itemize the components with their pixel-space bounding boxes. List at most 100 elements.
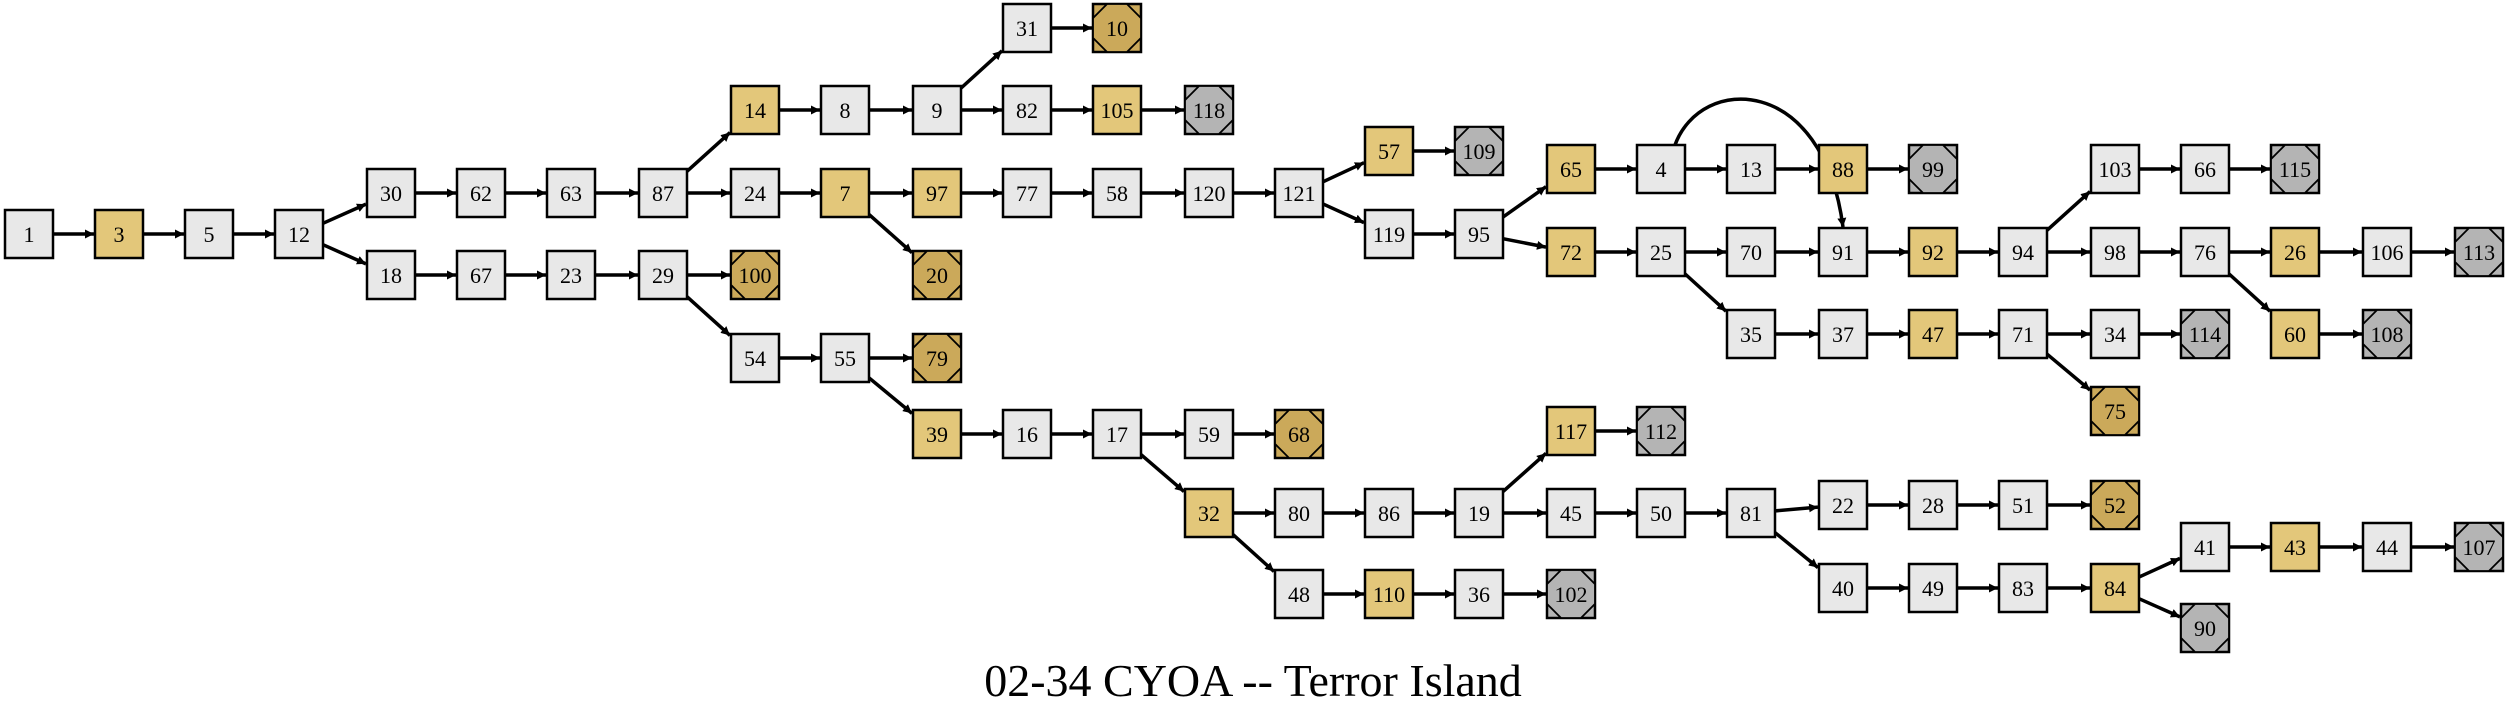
edge-95-65 bbox=[1501, 185, 1548, 219]
node-62: 62 bbox=[455, 167, 507, 219]
node-label: 84 bbox=[2104, 576, 2126, 601]
node-label: 31 bbox=[1016, 16, 1038, 41]
node-label: 105 bbox=[1101, 98, 1134, 123]
node-label: 63 bbox=[560, 181, 582, 206]
node-label: 51 bbox=[2012, 493, 2034, 518]
node-108: 108 bbox=[2361, 308, 2413, 360]
node-75: 75 bbox=[2089, 385, 2141, 437]
node-100: 100 bbox=[729, 249, 781, 301]
node-32: 32 bbox=[1183, 487, 1235, 539]
edge-19-117 bbox=[1501, 451, 1548, 493]
node-20: 20 bbox=[911, 249, 963, 301]
edge-55-39 bbox=[867, 376, 914, 415]
node-91: 91 bbox=[1817, 226, 1869, 278]
node-label: 50 bbox=[1650, 501, 1672, 526]
node-30: 30 bbox=[365, 167, 417, 219]
node-112: 112 bbox=[1635, 405, 1687, 457]
node-label: 67 bbox=[470, 263, 492, 288]
node-label: 66 bbox=[2194, 157, 2216, 182]
node-80: 80 bbox=[1273, 487, 1325, 539]
node-label: 40 bbox=[1832, 576, 1854, 601]
node-81: 81 bbox=[1725, 487, 1777, 539]
node-8: 8 bbox=[819, 84, 871, 136]
node-109: 109 bbox=[1453, 125, 1505, 177]
node-label: 70 bbox=[1740, 240, 1762, 265]
node-24: 24 bbox=[729, 167, 781, 219]
node-label: 92 bbox=[1922, 240, 1944, 265]
edge-94-103 bbox=[2045, 190, 2092, 232]
node-label: 113 bbox=[2463, 240, 2495, 265]
node-label: 98 bbox=[2104, 240, 2126, 265]
edge-81-40 bbox=[1773, 531, 1820, 569]
node-label: 26 bbox=[2284, 240, 2306, 265]
node-16: 16 bbox=[1001, 408, 1053, 460]
node-label: 48 bbox=[1288, 582, 1310, 607]
node-label: 117 bbox=[1555, 419, 1587, 444]
node-34: 34 bbox=[2089, 308, 2141, 360]
node-label: 100 bbox=[739, 263, 772, 288]
node-84: 84 bbox=[2089, 562, 2141, 614]
node-90: 90 bbox=[2179, 602, 2231, 654]
node-58: 58 bbox=[1091, 167, 1143, 219]
node-label: 95 bbox=[1468, 222, 1490, 247]
node-label: 23 bbox=[560, 263, 582, 288]
node-4: 4 bbox=[1635, 143, 1687, 195]
node-120: 120 bbox=[1183, 167, 1235, 219]
edge-17-32 bbox=[1139, 453, 1186, 493]
node-7: 7 bbox=[819, 167, 871, 219]
edge-7-20 bbox=[867, 213, 914, 255]
node-label: 62 bbox=[470, 181, 492, 206]
node-54: 54 bbox=[729, 332, 781, 384]
node-label: 44 bbox=[2376, 535, 2398, 560]
node-51: 51 bbox=[1997, 479, 2049, 531]
node-label: 112 bbox=[1645, 419, 1677, 444]
node-59: 59 bbox=[1183, 408, 1235, 460]
node-label: 5 bbox=[204, 222, 215, 247]
node-label: 94 bbox=[2012, 240, 2034, 265]
node-1: 1 bbox=[3, 208, 55, 260]
node-12: 12 bbox=[273, 208, 325, 260]
node-86: 86 bbox=[1363, 487, 1415, 539]
node-99: 99 bbox=[1907, 143, 1959, 195]
node-3: 3 bbox=[93, 208, 145, 260]
node-label: 34 bbox=[2104, 322, 2126, 347]
node-label: 114 bbox=[2189, 322, 2221, 347]
node-68: 68 bbox=[1273, 408, 1325, 460]
edge-12-30 bbox=[322, 202, 367, 225]
edge-32-48 bbox=[1231, 533, 1276, 573]
node-label: 12 bbox=[288, 222, 310, 247]
node-label: 82 bbox=[1016, 98, 1038, 123]
node-label: 90 bbox=[2194, 616, 2216, 641]
node-label: 19 bbox=[1468, 501, 1490, 526]
node-47: 47 bbox=[1907, 308, 1959, 360]
node-label: 30 bbox=[380, 181, 402, 206]
node-5: 5 bbox=[183, 208, 235, 260]
node-25: 25 bbox=[1635, 226, 1687, 278]
node-label: 88 bbox=[1832, 157, 1854, 182]
node-label: 72 bbox=[1560, 240, 1582, 265]
node-67: 67 bbox=[455, 249, 507, 301]
node-label: 121 bbox=[1283, 181, 1316, 206]
node-label: 8 bbox=[840, 98, 851, 123]
node-26: 26 bbox=[2269, 226, 2321, 278]
node-label: 80 bbox=[1288, 501, 1310, 526]
node-label: 4 bbox=[1656, 157, 1667, 182]
node-label: 91 bbox=[1832, 240, 1854, 265]
diagram-title: 02-34 CYOA -- Terror Island bbox=[984, 655, 1522, 706]
node-label: 76 bbox=[2194, 240, 2216, 265]
node-label: 99 bbox=[1922, 157, 1944, 182]
node-label: 18 bbox=[380, 263, 402, 288]
edge-121-57 bbox=[1322, 161, 1365, 184]
node-label: 65 bbox=[1560, 157, 1582, 182]
node-10: 10 bbox=[1091, 2, 1143, 54]
node-94: 94 bbox=[1997, 226, 2049, 278]
node-label: 106 bbox=[2371, 240, 2404, 265]
node-50: 50 bbox=[1635, 487, 1687, 539]
edge-76-60 bbox=[2227, 272, 2272, 313]
node-label: 32 bbox=[1198, 501, 1220, 526]
node-45: 45 bbox=[1545, 487, 1597, 539]
node-label: 49 bbox=[1922, 576, 1944, 601]
node-13: 13 bbox=[1725, 143, 1777, 195]
